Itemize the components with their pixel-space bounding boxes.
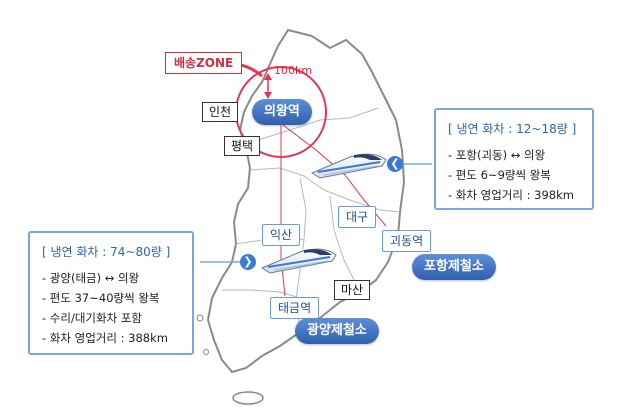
gwangyang-info-box: [ 냉연 화차 : 74~80량 ] - 광양(태금) ↔ 의왕 - 편도 37… <box>28 231 194 355</box>
list-item: - 포항(괴동) ↔ 의왕 <box>448 148 546 162</box>
zone-label: 배송ZONE <box>165 52 243 74</box>
radius-label: 100km <box>274 64 313 77</box>
train-gwangyang <box>260 248 337 274</box>
list-item: - 편도 37~40량씩 왕복 <box>42 291 160 305</box>
station-iksan: 익산 <box>262 224 301 246</box>
station-uiwang: 의왕역 <box>252 99 312 125</box>
pohang-info-list: - 포항(괴동) ↔ 의왕 - 편도 6~9량씩 왕복 - 화차 영업거리 : … <box>448 145 580 205</box>
gwangyang-info-list: - 광양(태금) ↔ 의왕 - 편도 37~40량씩 왕복 - 수리/대기화차 … <box>42 268 180 348</box>
station-goedong: 괴동역 <box>382 230 432 252</box>
train-pohang <box>310 153 387 179</box>
pohang-info-title: [ 냉연 화차 : 12~18량 ] <box>448 122 577 136</box>
chevron-right-icon: ❯ <box>240 254 256 270</box>
list-item: - 수리/대기화차 포함 <box>42 311 142 325</box>
station-taegeum: 태금역 <box>270 297 320 319</box>
list-item: - 화차 영업거리 : 388km <box>42 331 168 345</box>
plant-pohang: 포항제철소 <box>412 254 496 280</box>
station-incheon: 인천 <box>202 102 239 122</box>
list-item: - 광양(태금) ↔ 의왕 <box>42 271 140 285</box>
jeju-island <box>232 391 264 405</box>
station-daegu: 대구 <box>338 206 377 228</box>
list-item: - 화차 영업거리 : 398km <box>448 188 574 202</box>
pohang-info-box: [ 냉연 화차 : 12~18량 ] - 포항(괴동) ↔ 의왕 - 편도 6~… <box>434 108 594 210</box>
gwangyang-info-title: [ 냉연 화차 : 74~80량 ] <box>42 245 171 259</box>
chevron-left-icon: ❮ <box>387 156 403 172</box>
station-pyeongtaek: 평택 <box>224 136 261 156</box>
list-item: - 편도 6~9량씩 왕복 <box>448 168 551 182</box>
station-masan: 마산 <box>334 280 371 300</box>
plant-gwangyang: 광양제철소 <box>295 318 379 344</box>
